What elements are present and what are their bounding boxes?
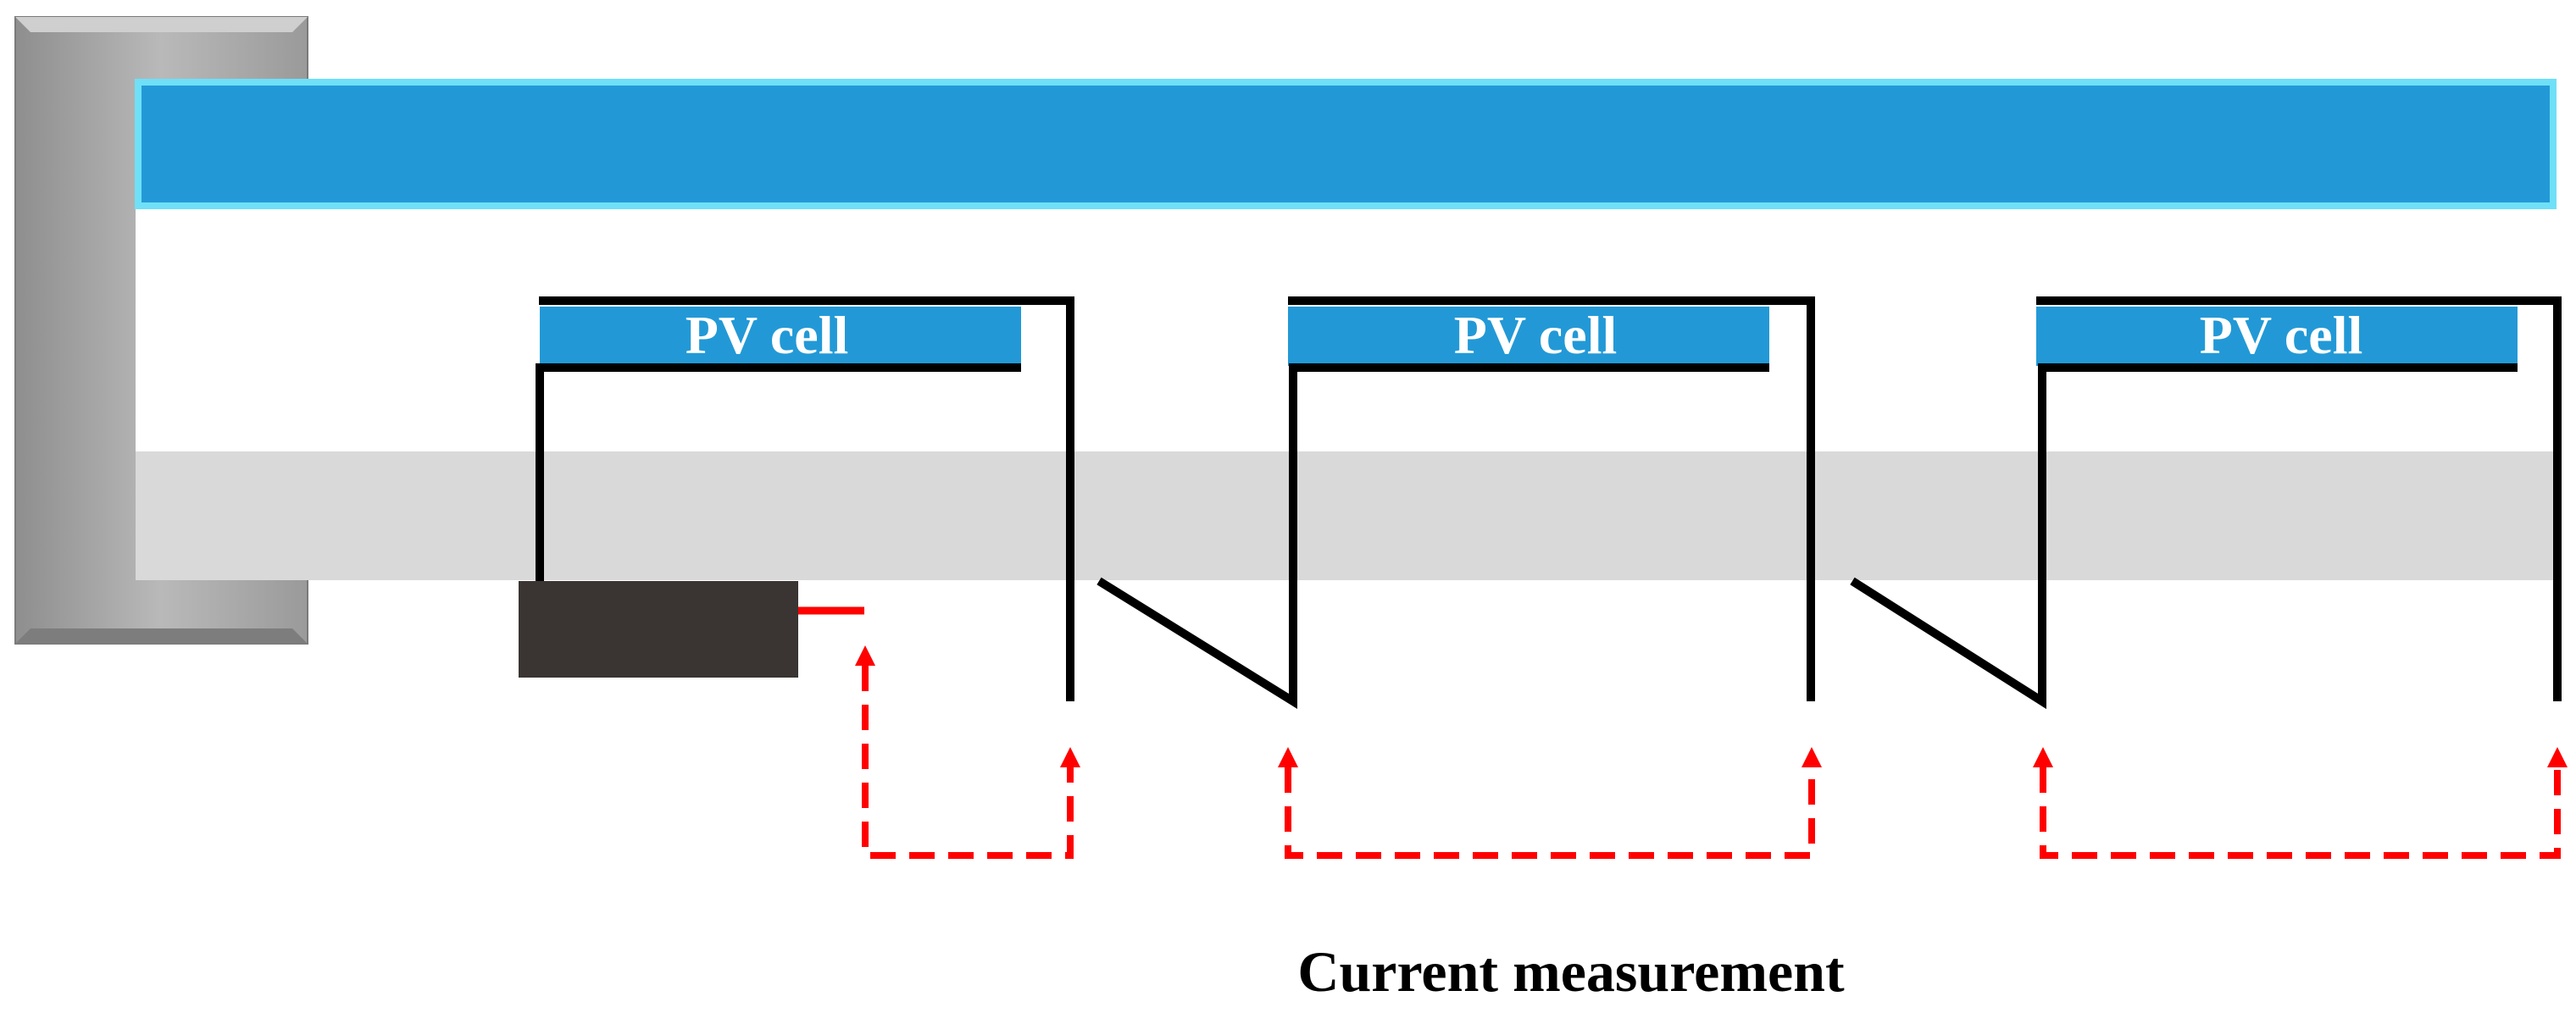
arrow-up-icon [1802,747,1822,767]
measurement-loop-3 [2033,747,2568,859]
back-plate [136,451,2559,580]
pv-cell-group-2: PV cell [1096,296,1815,709]
measurement-loop-1 [855,645,1080,859]
wire-cell-2 [1096,296,1815,709]
connector-box [519,581,798,678]
pv-cell-group-3: PV cell [1850,296,2562,710]
caption: Current measurement [1297,939,1845,1004]
blue-beam [135,79,2557,209]
pv-cell-label-2: PV cell [1454,305,1618,365]
pv-cell-2 [1288,307,1769,366]
pv-cell-3 [2036,307,2518,366]
arrow-up-icon [855,645,875,666]
arrow-up-icon [2033,747,2053,767]
wire-cell-3 [1850,296,2562,710]
pv-cell-label-1: PV cell [686,305,849,365]
wire-cell-1 [536,296,1074,701]
measurement-loop-2 [1278,747,1822,859]
arrow-up-icon [1278,747,1298,767]
pv-cell-group-1: PV cell [536,296,1074,701]
pv-cell-label-3: PV cell [2200,305,2363,365]
arrow-up-icon [2547,747,2568,767]
arrow-up-icon [1060,747,1080,767]
pv-cell-1 [540,307,1021,366]
